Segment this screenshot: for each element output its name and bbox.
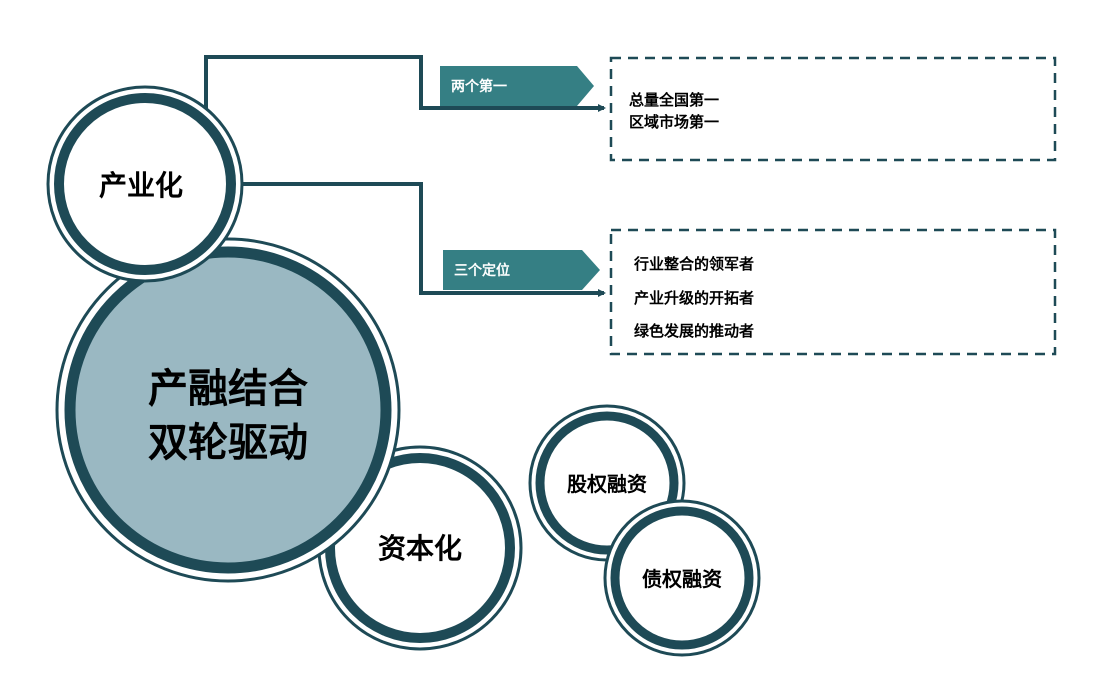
circle-core: 产融结合 双轮驱动 bbox=[55, 237, 401, 583]
connector-line-2 bbox=[240, 182, 606, 297]
core-title-line2: 双轮驱动 bbox=[148, 420, 308, 466]
connector-line-1 bbox=[204, 55, 606, 112]
box-item: 绿色发展的推动者 bbox=[634, 322, 754, 340]
box-three-positions: 行业整合的领军者 产业升级的开拓者 绿色发展的推动者 bbox=[609, 228, 1057, 356]
box-item: 总量全国第一 bbox=[629, 91, 719, 109]
circle-industrialization: 产业化 bbox=[46, 85, 244, 283]
box-two-firsts: 总量全国第一 区域市场第一 bbox=[609, 56, 1057, 162]
circle-label: 资本化 bbox=[378, 532, 462, 565]
core-title-line1: 产融结合 bbox=[148, 366, 308, 412]
tag-two-firsts: 两个第一 bbox=[440, 66, 594, 106]
circle-label: 股权融资 bbox=[567, 472, 647, 496]
box-item: 行业整合的领军者 bbox=[633, 255, 754, 273]
tag-label: 三个定位 bbox=[454, 262, 510, 279]
tag-three-positions: 三个定位 bbox=[443, 250, 600, 290]
circle-label: 产业化 bbox=[99, 169, 183, 202]
circle-debt-financing: 债权融资 bbox=[603, 499, 761, 657]
circle-label: 债权融资 bbox=[642, 567, 722, 591]
box-item: 产业升级的开拓者 bbox=[634, 289, 754, 307]
box-item: 区域市场第一 bbox=[629, 113, 719, 131]
tag-label: 两个第一 bbox=[451, 78, 507, 95]
